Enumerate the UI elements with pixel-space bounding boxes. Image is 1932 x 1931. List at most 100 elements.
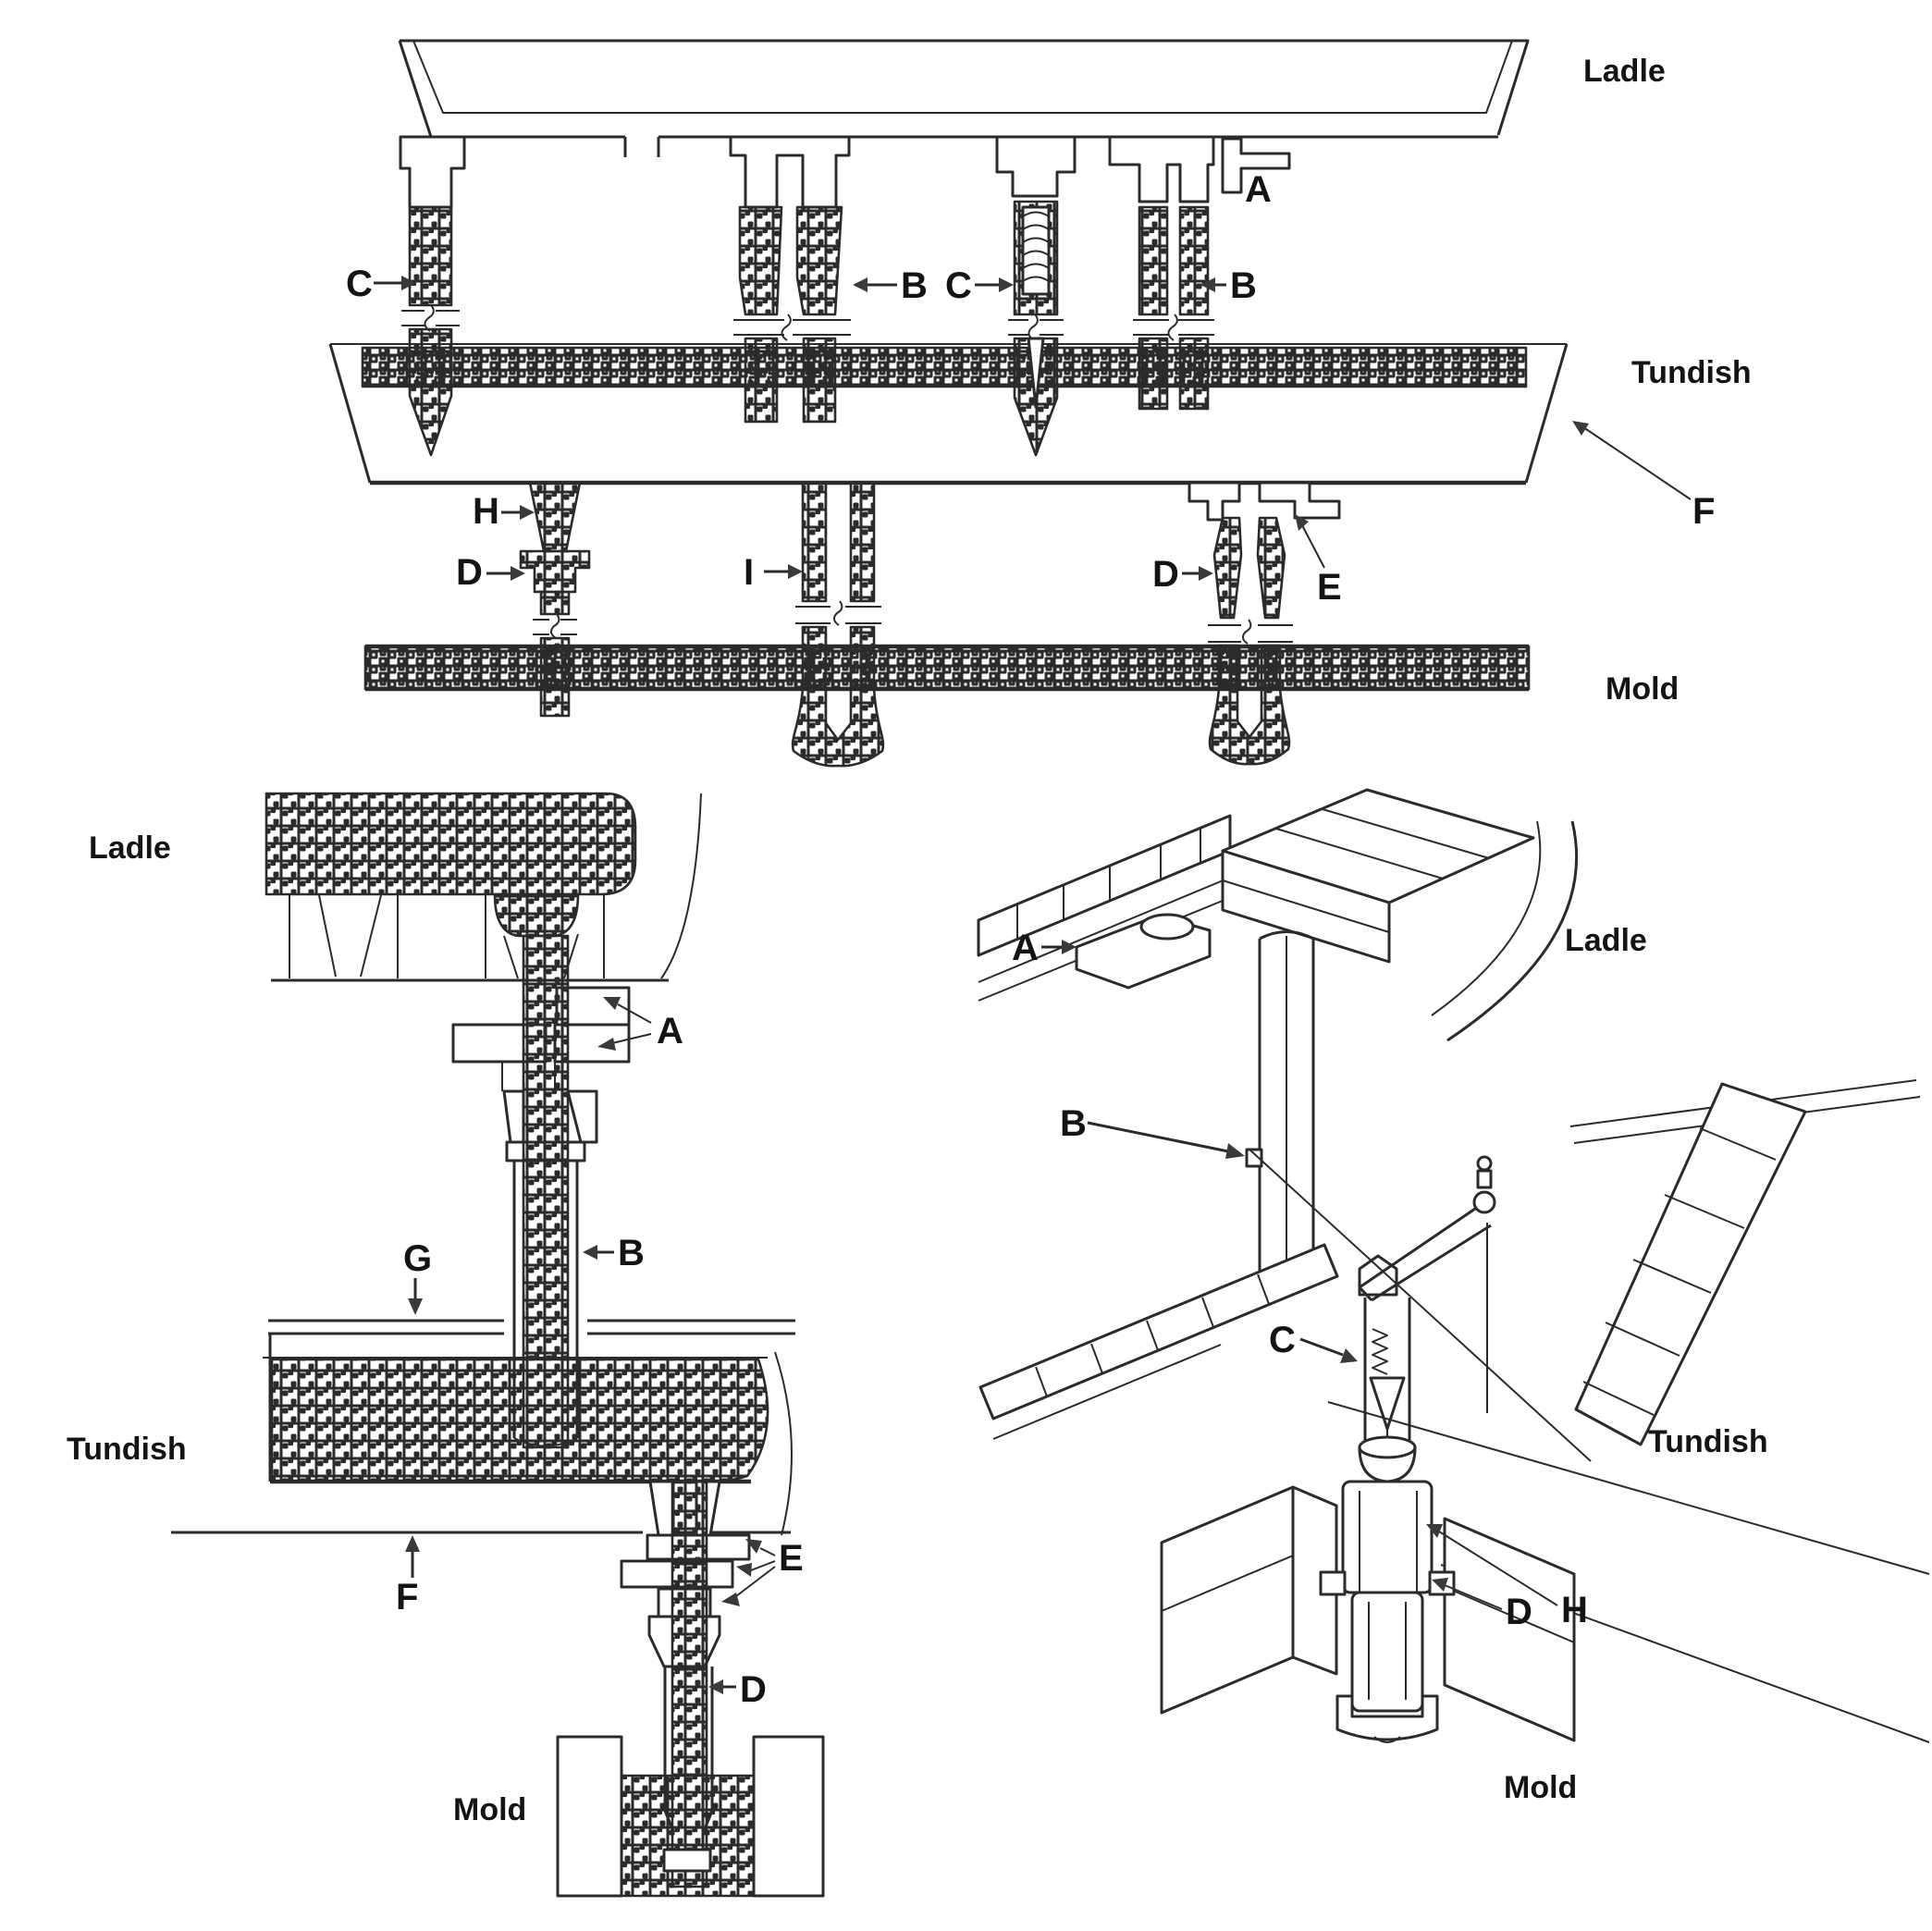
top-stopper-rod-c2 [1008, 200, 1064, 457]
bl-arrowhead-d [708, 1679, 723, 1694]
bl-arrowhead-b [583, 1245, 597, 1260]
top-arrowhead-b1 [853, 277, 868, 292]
bl-pointer-e [735, 1547, 776, 1597]
br-tundish-nozzle [1319, 1435, 1456, 1743]
bl-arrowhead-f [405, 1535, 420, 1552]
br-label-a: A [1012, 928, 1039, 968]
bl-arrowhead-e2 [736, 1563, 752, 1577]
top-arrowhead-d1 [511, 566, 525, 581]
br-arrowhead-c [1340, 1348, 1358, 1363]
top-label-mold: Mold [1606, 671, 1679, 707]
top-label-c1: C [346, 264, 373, 304]
top-label-b2: B [1230, 265, 1257, 306]
top-ladle-vessel [398, 39, 1530, 209]
bl-label-mold: Mold [453, 1792, 526, 1827]
br-arrowhead-h [1426, 1524, 1443, 1538]
top-strand-right [1188, 481, 1341, 766]
bl-sen [662, 1667, 714, 1873]
top-ladle-shroud-c1 [401, 205, 460, 457]
top-strand-middle [791, 481, 885, 768]
bl-tundish-cover [268, 1319, 795, 1335]
bl-ladle-shroud [505, 1140, 586, 1447]
bl-label-e: E [779, 1538, 804, 1579]
ladle-gate-piece-a [1221, 137, 1291, 194]
top-label-i: I [744, 552, 754, 593]
bl-label-a: A [657, 1011, 683, 1052]
br-label-tundish: Tundish [1648, 1424, 1768, 1459]
bl-pointer-a [611, 1003, 652, 1044]
top-arrowhead-e [1295, 514, 1309, 531]
br-ladle-shroud [1245, 930, 1315, 1294]
top-arrowhead-h [520, 505, 535, 520]
bottom-right-panel: A B C [977, 788, 1930, 1805]
top-label-d2: D [1152, 554, 1179, 595]
top-pointer-f [1582, 426, 1692, 500]
top-arrowhead-c1 [401, 276, 416, 290]
top-label-d1: D [456, 552, 483, 593]
bl-label-g: G [403, 1238, 432, 1279]
bl-sen-stream [671, 1480, 708, 1888]
bl-label-ladle: Ladle [89, 830, 171, 866]
top-arrowhead-b2 [1200, 277, 1215, 292]
br-arrow-b [1087, 1121, 1229, 1153]
br-label-b: B [1060, 1103, 1087, 1144]
br-label-d: D [1506, 1592, 1532, 1632]
br-arrow-c [1299, 1337, 1344, 1357]
top-collector-nozzle-b2 [1133, 205, 1214, 411]
top-strand-left [519, 481, 591, 718]
top-arrowhead-i [788, 564, 803, 579]
top-arrowhead-f [1572, 421, 1589, 436]
bl-arrowhead-e3 [721, 1593, 740, 1606]
top-panel: A C B [328, 39, 1752, 768]
br-pointer-h [1438, 1531, 1558, 1606]
br-label-h: H [1561, 1590, 1588, 1630]
top-pointer-e [1301, 524, 1325, 569]
bl-arrowhead-g [408, 1298, 423, 1315]
br-nozzle-collar [1075, 913, 1212, 990]
br-tundish-walls [978, 1082, 1930, 1743]
br-label-c: C [1269, 1320, 1296, 1360]
bl-ladle-shell [265, 792, 637, 896]
top-label-ladle: Ladle [1583, 54, 1666, 89]
bl-label-f: F [396, 1577, 418, 1617]
top-label-tundish: Tundish [1631, 355, 1752, 390]
br-stopper-rod [1358, 1254, 1411, 1441]
top-label-e: E [1317, 567, 1342, 608]
ladle-nozzle-mount-2 [729, 135, 851, 209]
br-arrowhead-a [1062, 940, 1077, 954]
bl-steel-stream [522, 934, 570, 1449]
bl-tundish-steel [270, 1358, 769, 1483]
ladle-nozzle-mount-4 [1108, 135, 1215, 203]
bl-arrowhead-a1 [603, 997, 621, 1010]
bl-label-d: D [740, 1669, 767, 1710]
bl-arrowhead-e1 [745, 1539, 762, 1554]
bl-label-b: B [618, 1233, 645, 1273]
ladle-rim [400, 39, 1530, 136]
top-label-a: A [1245, 169, 1272, 210]
br-ladle-shell [1446, 820, 1579, 1042]
top-arrowhead-d2 [1199, 566, 1213, 581]
top-arrowhead-c2 [999, 277, 1014, 292]
br-label-mold: Mold [1504, 1770, 1577, 1805]
top-collector-nozzle-b1 [733, 205, 851, 424]
br-label-ladle: Ladle [1565, 923, 1647, 958]
br-mold-blocks [1160, 1485, 1576, 1742]
top-label-f: F [1692, 491, 1715, 532]
br-arrowhead-b [1225, 1143, 1245, 1159]
bl-ladle [265, 792, 702, 982]
bl-sen-port [662, 1848, 712, 1873]
tundish-powder-band [361, 346, 1528, 388]
br-arrowhead-d [1432, 1578, 1448, 1592]
top-label-b1: B [901, 265, 928, 306]
top-tundish [328, 343, 1569, 486]
ladle-nozzle-mount-3 [995, 135, 1077, 198]
top-label-h: H [473, 491, 499, 532]
bottom-left-panel: A B G F [67, 792, 825, 1898]
ladle-nozzle-mount-1 [399, 135, 466, 209]
br-ladle-bricks [977, 788, 1535, 1002]
bl-label-tundish: Tundish [67, 1432, 187, 1467]
bl-arrowhead-a2 [597, 1038, 616, 1051]
br-stopper-arm [1358, 1155, 1496, 1413]
br-pointer-d [1444, 1584, 1503, 1610]
